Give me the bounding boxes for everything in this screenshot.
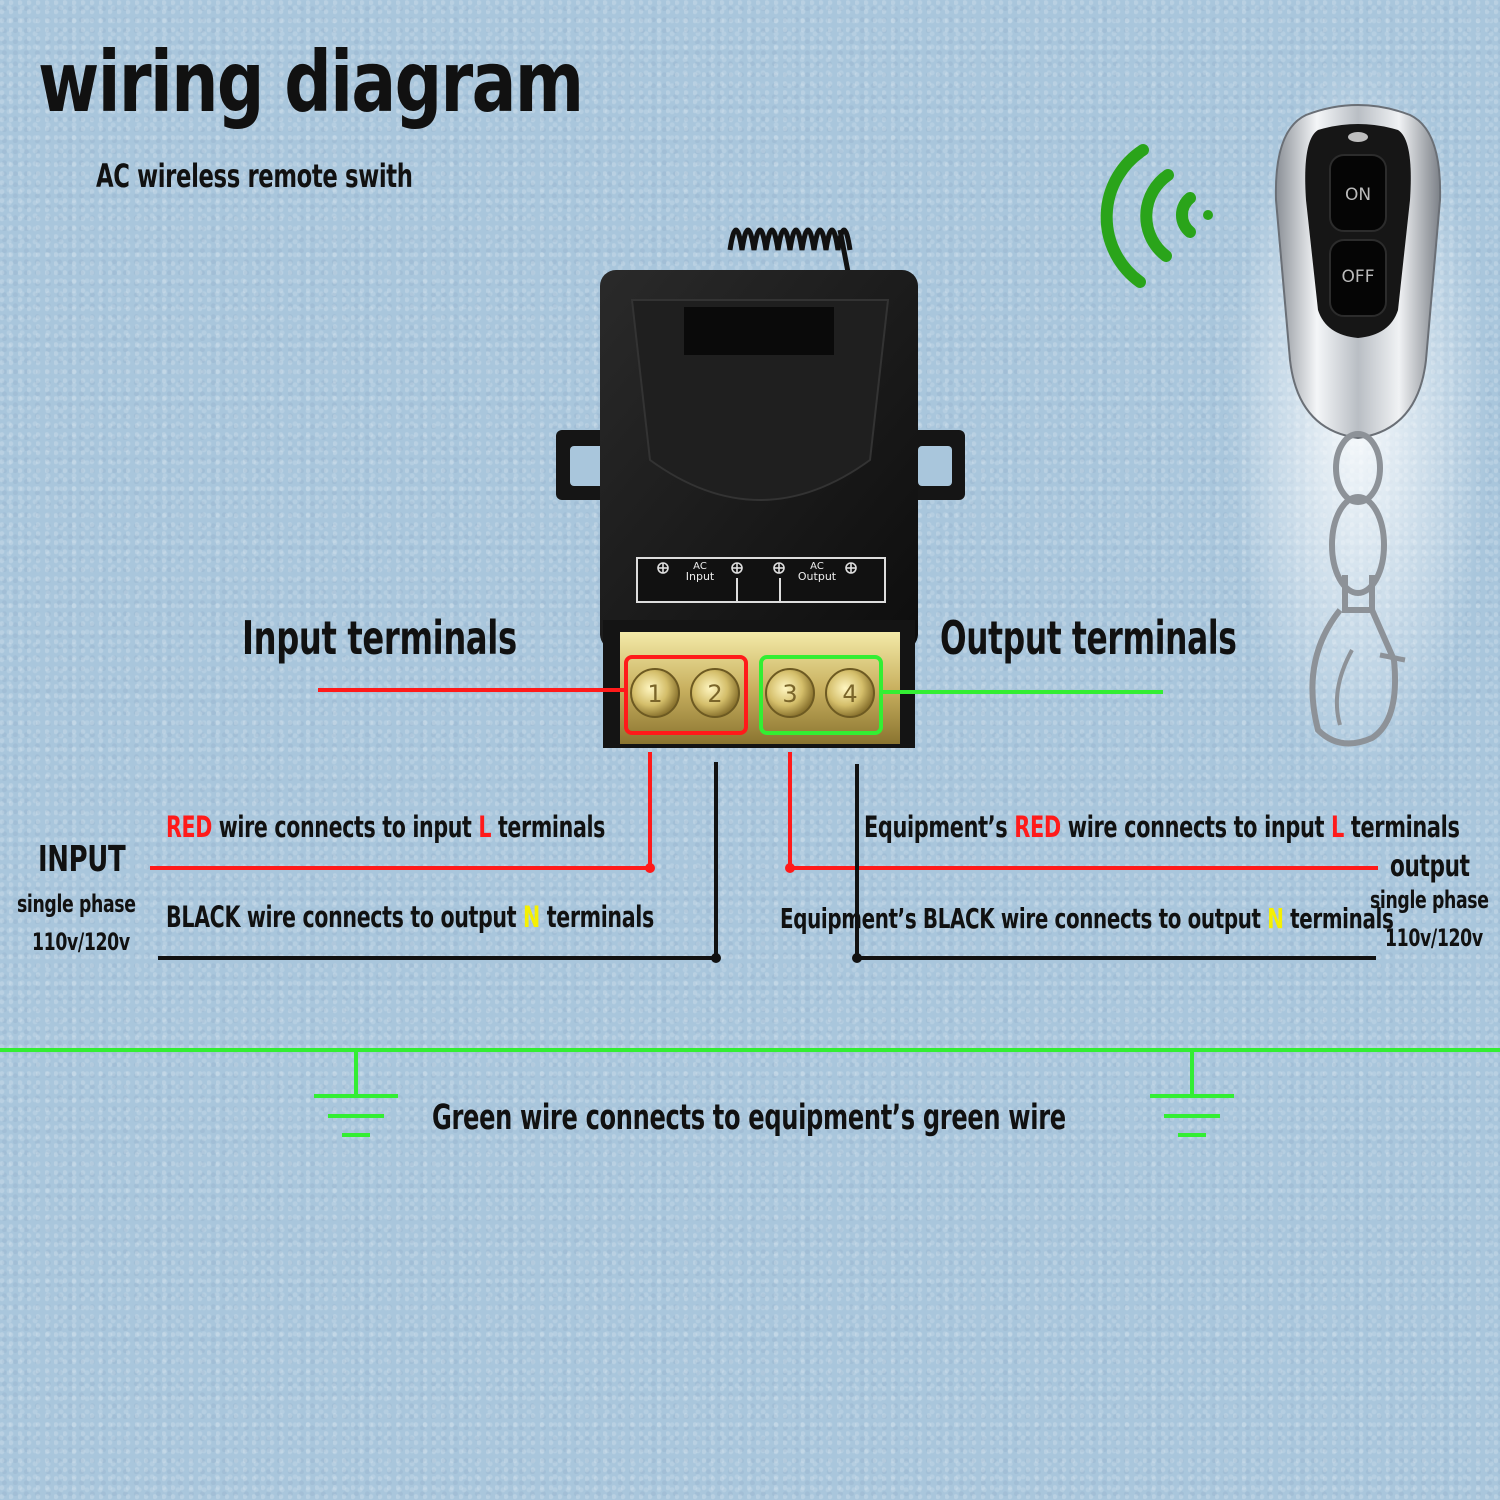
- instruction-text: terminals: [1343, 810, 1460, 844]
- input-terminals-label: Input terminals: [242, 611, 517, 665]
- wireless-signal-icon: [1100, 144, 1213, 288]
- output-phase: single phase: [1370, 886, 1489, 914]
- screw-1: [630, 668, 680, 718]
- ground-symbol-right: [1150, 1050, 1234, 1137]
- input-terminal-label: Input: [686, 570, 715, 583]
- on-button[interactable]: [1329, 154, 1387, 232]
- receiver-window: [684, 307, 834, 355]
- output-voltage: 110v/120v: [1385, 924, 1483, 952]
- screw-3: [765, 668, 815, 718]
- screw-number-3: 3: [782, 680, 797, 708]
- ground-symbol-left: [314, 1050, 398, 1137]
- remote-control: ON OFF: [1228, 60, 1488, 780]
- output-black-instruction: Equipment’s BLACK wire connects to outpu…: [780, 902, 1394, 936]
- output-red-junction: [785, 863, 795, 873]
- output-terminal-ac: AC: [810, 561, 824, 572]
- input-terminal-ac: AC: [693, 561, 707, 572]
- instruction-text: terminals: [539, 900, 655, 934]
- instruction-text: terminals: [491, 810, 606, 844]
- terminal-label-strip: [636, 557, 886, 603]
- n-highlight: N: [1267, 902, 1284, 935]
- ground-wiring: [0, 1048, 1500, 1137]
- output-heading: output: [1390, 849, 1470, 884]
- output-terminal-highlight: [759, 655, 883, 735]
- output-black-junction: [852, 953, 862, 963]
- input-phase: single phase: [17, 890, 136, 918]
- l-highlight: L: [478, 810, 492, 844]
- screw-number-4: 4: [842, 680, 857, 708]
- instruction-text: Equipment’s BLACK wire connects to outpu…: [780, 902, 1268, 935]
- input-wires: [150, 752, 721, 963]
- input-heading: INPUT: [38, 839, 126, 880]
- output-red-instruction: Equipment’s RED wire connects to input L…: [864, 810, 1460, 844]
- receiver-module: AC Input AC Output 1 2 3 4: [556, 227, 965, 748]
- screw-number-1: 1: [647, 680, 662, 708]
- n-highlight: N: [523, 900, 540, 934]
- terminal-screws: 1 2 3 4: [630, 668, 875, 718]
- instruction-text: wire connects to input: [1060, 810, 1332, 844]
- page-title: wiring diagram: [38, 33, 584, 131]
- input-red-instruction: RED wire connects to input L terminals: [166, 810, 605, 844]
- input-black-junction: [711, 953, 721, 963]
- off-button-label: OFF: [1342, 267, 1375, 287]
- output-terminal-label: Output: [798, 570, 837, 583]
- screw-number-2: 2: [707, 680, 722, 708]
- page-subtitle: AC wireless remote swith: [96, 157, 413, 195]
- instruction-text: Equipment’s: [864, 810, 1015, 844]
- instruction-text: wire connects to input: [211, 810, 479, 844]
- on-button-label: ON: [1345, 185, 1371, 205]
- instruction-text: terminals: [1283, 902, 1394, 935]
- red-highlight: RED: [1014, 810, 1061, 844]
- input-terminal-highlight: [624, 655, 748, 735]
- keychain: [1309, 431, 1406, 747]
- screw-4: [825, 668, 875, 718]
- input-black-instruction: BLACK wire connects to output N terminal…: [166, 900, 654, 934]
- l-highlight: L: [1331, 810, 1344, 844]
- instruction-text: BLACK wire connects to output: [166, 900, 524, 934]
- output-wires: [785, 752, 1378, 963]
- input-red-junction: [645, 863, 655, 873]
- ground-instruction: Green wire connects to equipment’s green…: [432, 1098, 1066, 1138]
- antenna-coil: [727, 227, 853, 251]
- terminal-symbols: [657, 562, 857, 574]
- off-button[interactable]: [1329, 239, 1387, 317]
- screw-2: [690, 668, 740, 718]
- remote-led: [1348, 132, 1368, 142]
- output-terminals-label: Output terminals: [940, 611, 1237, 665]
- input-voltage: 110v/120v: [32, 928, 130, 956]
- red-highlight: RED: [166, 810, 212, 844]
